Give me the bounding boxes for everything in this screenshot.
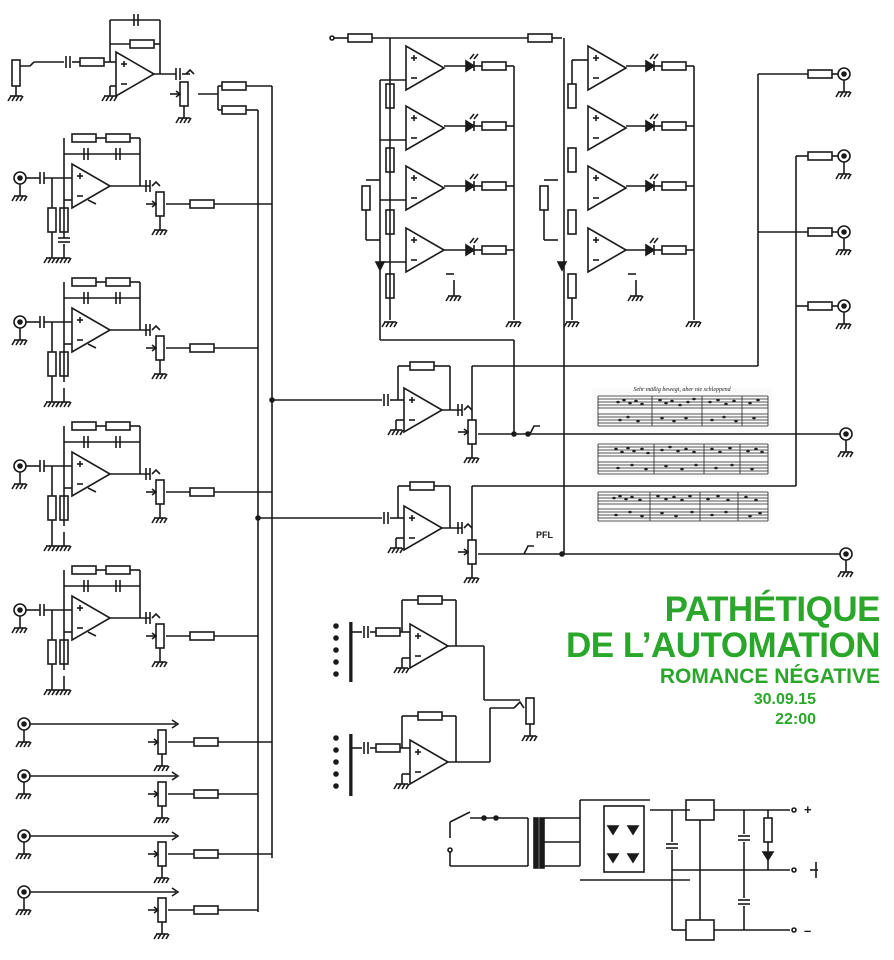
pfl-label: PFL bbox=[536, 530, 553, 540]
title-line-2: DE L’AUTOMATION bbox=[566, 626, 880, 665]
mix-buses bbox=[255, 86, 382, 912]
sheet-music-excerpt-1: Sehr mäßig bewegt, aber nie schleppend bbox=[592, 387, 772, 430]
channel-strip-1 bbox=[11, 133, 272, 264]
mix-amp-2 bbox=[383, 481, 854, 584]
event-date: 30.09.15 bbox=[753, 691, 816, 708]
mix-amp-1 bbox=[383, 361, 854, 464]
channel-strip-2 bbox=[11, 277, 258, 408]
channel-strip-4 bbox=[11, 565, 258, 696]
supply-minus-label: – bbox=[804, 923, 811, 938]
pickup-section bbox=[333, 595, 538, 796]
event-time: 22:00 bbox=[775, 711, 816, 728]
vu-meter-right bbox=[539, 38, 702, 554]
line-inputs bbox=[15, 717, 272, 940]
vu-meter-left bbox=[329, 33, 562, 434]
input-stage-top bbox=[7, 13, 272, 124]
score-tempo-marking: Sehr mäßig bewegt, aber nie schleppend bbox=[633, 387, 731, 393]
output-jacks bbox=[471, 67, 852, 540]
event-announcement: PATHÉTIQUE DE L’AUTOMATION ROMANCE NÉGAT… bbox=[560, 592, 880, 730]
subtitle: ROMANCE NÉGATIVE bbox=[659, 665, 880, 688]
sheet-music-excerpt-2 bbox=[592, 440, 772, 478]
channel-strip-3 bbox=[11, 421, 272, 552]
sheet-music-excerpt-3 bbox=[592, 488, 772, 524]
power-supply bbox=[447, 799, 818, 941]
supply-plus-label: + bbox=[804, 802, 812, 817]
title-line-1: PATHÉTIQUE bbox=[664, 590, 881, 629]
